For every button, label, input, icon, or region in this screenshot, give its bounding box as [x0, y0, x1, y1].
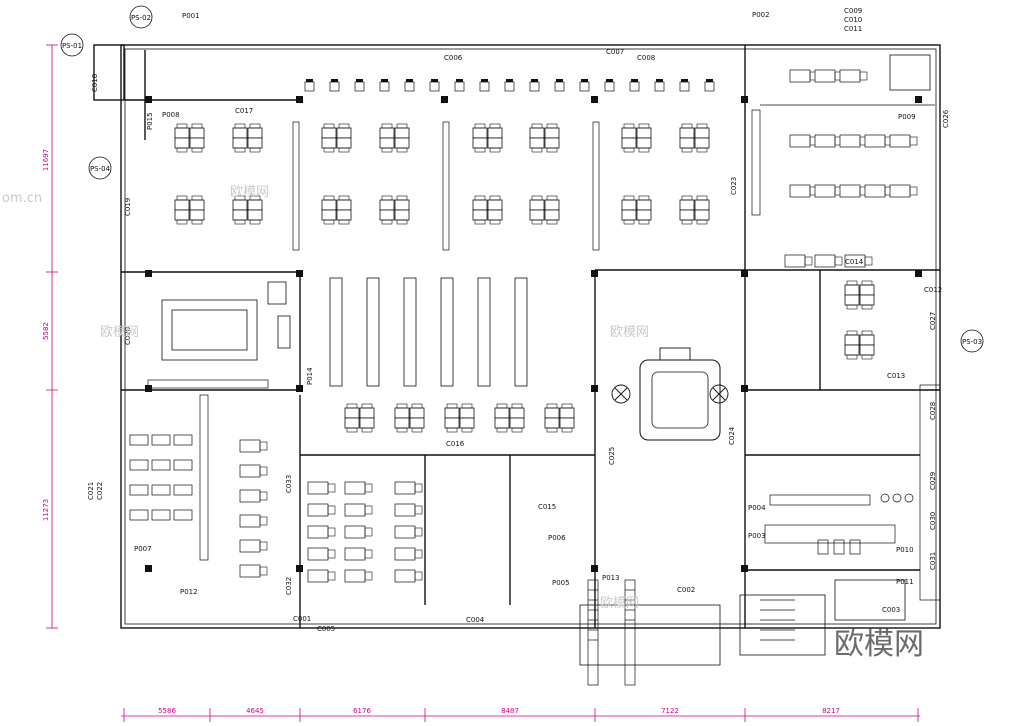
meeting-room	[161, 281, 291, 361]
dim-bottom-2: 4645	[246, 707, 264, 715]
door-tag: P008	[162, 111, 180, 119]
door-tag: P002	[752, 11, 770, 19]
watermark-light: 欧模网	[230, 185, 269, 200]
door-tag: P015	[146, 112, 154, 130]
door-tag: P003	[748, 532, 766, 540]
ps-marker-2: PS-02	[131, 14, 151, 22]
door-tag: P005	[552, 579, 570, 587]
watermarks: 欧模网 欧模网 欧模网 欧模网 om.cn 欧模网	[2, 185, 924, 662]
ps-marker-1: PS-01	[62, 42, 82, 50]
right-wing	[751, 54, 931, 360]
curtain-tags: C001 C002 C003 C004 C005 C006 C007 C008 …	[87, 7, 950, 633]
watermark-light: 欧模网	[610, 325, 649, 340]
curtain-tag: C032	[285, 577, 293, 595]
lobby-fixtures	[611, 347, 729, 404]
curtain-tag: C006	[444, 54, 463, 62]
curtain-tag: C023	[730, 177, 738, 195]
curtain-tag: C007	[606, 48, 624, 56]
curtain-tag: C008	[637, 54, 655, 62]
curtain-tag: C004	[466, 616, 485, 624]
dim-bottom-3: 6176	[353, 707, 371, 715]
curtain-tag: C029	[929, 472, 937, 490]
curtain-tag: C001	[293, 615, 311, 623]
curtain-tag: C021	[87, 482, 95, 500]
columns	[145, 96, 922, 572]
curtain-tag: C010	[844, 16, 862, 24]
dim-left-3: 11273	[42, 499, 50, 521]
curtain-tag: C013	[887, 372, 905, 380]
dim-bottom-1: 5586	[158, 707, 176, 715]
curtain-tag: C016	[446, 440, 465, 448]
curtain-tag: C020	[124, 327, 132, 345]
desk-clusters-upper	[174, 121, 710, 251]
dim-left-1: 11697	[42, 149, 50, 171]
curtain-tag: C011	[844, 25, 862, 33]
curtain-tag: C028	[929, 402, 937, 420]
shelving-rows	[329, 277, 528, 387]
curtain-tag: C002	[677, 586, 695, 594]
watermark-url: om.cn	[2, 191, 42, 206]
door-tag: P011	[896, 578, 914, 586]
door-tag: P006	[548, 534, 566, 542]
curtain-tag: C033	[285, 475, 293, 493]
door-tags: P001 P002 P003 P004 P005 P006 P007 P008 …	[134, 11, 916, 596]
curtain-tag: C005	[317, 625, 335, 633]
restroom-block	[764, 493, 914, 555]
watermark-brand: 欧模网	[834, 627, 924, 662]
curtain-tag: C017	[235, 107, 253, 115]
curtain-tag: C026	[942, 109, 950, 128]
curtain-tag: C018	[91, 74, 99, 92]
door-tag: P012	[180, 588, 198, 596]
watermark-light: 欧模网	[600, 596, 639, 611]
ps-marker-3: PS-03	[962, 338, 982, 346]
curtain-tag: C022	[96, 482, 104, 500]
ps-marker-4: PS-04	[90, 165, 111, 173]
curtain-tag: C025	[608, 447, 616, 465]
curtain-tag: C003	[882, 606, 900, 614]
door-tag: P004	[748, 504, 766, 512]
watermark-light: 欧模网	[100, 325, 139, 340]
curtain-tag: C027	[929, 312, 937, 330]
curtain-tag: C015	[538, 503, 556, 511]
dim-left-2: 5582	[42, 322, 50, 340]
curtain-tag: C024	[728, 426, 736, 445]
curtain-tag: C031	[929, 552, 937, 570]
door-tag: P010	[896, 546, 914, 554]
curtain-tag: C030	[929, 512, 937, 530]
dimension-labels: 11697 5582 11273 5586 4645 6176 8487 712…	[42, 149, 840, 715]
door-tag: P014	[306, 367, 314, 385]
dim-bottom-4: 8487	[501, 707, 519, 715]
walls	[93, 44, 941, 666]
workstation-row-top	[304, 78, 715, 92]
dimension-lines	[46, 44, 920, 722]
curtain-tag: C009	[844, 7, 862, 15]
ps-markers: PS-01 PS-02 PS-03 PS-04	[60, 5, 984, 353]
dim-bottom-5: 7122	[661, 707, 679, 715]
curtain-tag: C014	[845, 258, 864, 266]
door-tag: P013	[602, 574, 620, 582]
door-tag: P007	[134, 545, 152, 553]
curtain-tag: C012	[924, 286, 942, 294]
dim-bottom-6: 8217	[822, 707, 840, 715]
stairs	[587, 384, 941, 686]
door-tag: P009	[898, 113, 916, 121]
left-lower-room	[129, 379, 269, 561]
curtain-tag: C019	[124, 198, 132, 216]
door-tag: P001	[182, 12, 200, 20]
